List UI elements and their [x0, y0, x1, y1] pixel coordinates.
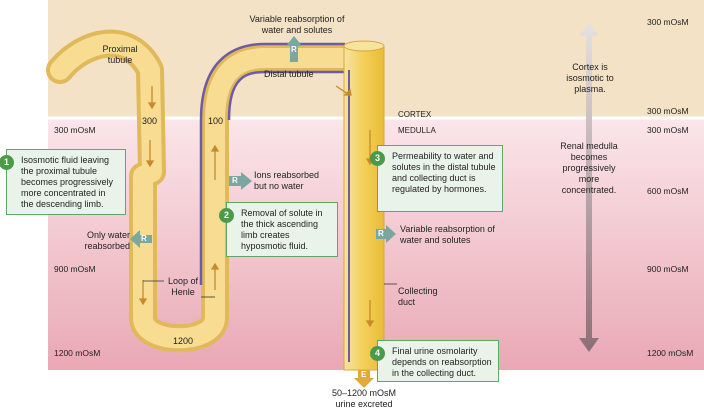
variable-reabsorption-top: Variable reabsorption of water and solut…	[249, 14, 345, 35]
callout-3: 3 Permeability to water and solutes in t…	[370, 145, 503, 212]
nephron-tubule-lumen	[50, 33, 355, 349]
r-arrow-duct	[376, 225, 396, 243]
cortex-label: CORTEX	[398, 110, 432, 119]
medulla-note: Renal medulla becomes progressively more…	[560, 141, 618, 195]
value-300: 300	[142, 116, 158, 126]
callout-text: Removal of solute in the thick ascending…	[241, 208, 323, 251]
thick-ascending-limb-wall	[199, 42, 345, 285]
callout-text: Permeability to water and solutes in the…	[392, 151, 496, 194]
only-water-label: Only water reabsorbed	[84, 230, 130, 251]
osm-left-900: 900 mOsM	[54, 264, 96, 274]
cortex-note: Cortex is isosmotic to plasma.	[566, 62, 614, 94]
flow-arrows	[138, 85, 375, 328]
callout-2: 2 Removal of solute in the thick ascendi…	[219, 202, 338, 257]
callout-4: 4 Final urine osmolarity depends on reab…	[370, 340, 499, 382]
r-arrow-only-water	[130, 230, 152, 248]
proximal-tubule-label: Proximal tubule	[102, 44, 138, 65]
callout-text: Isosmotic fluid leaving the proximal tub…	[21, 155, 114, 209]
osm-right-300-b: 300 mOsM	[647, 106, 689, 116]
r-arrow-top	[286, 36, 302, 62]
callout-number: 4	[370, 346, 385, 361]
callout-number: 3	[370, 151, 385, 166]
callout-text: Final urine osmolarity depends on reabso…	[392, 346, 492, 378]
thick-ascending-limb-wall-inner	[227, 70, 345, 121]
e-badge: E	[361, 370, 367, 379]
value-100: 100	[208, 116, 224, 126]
osm-right-300-c: 300 mOsM	[647, 125, 689, 135]
collecting-duct-top	[343, 40, 385, 52]
value-1200: 1200	[173, 336, 194, 346]
callout-number: 2	[219, 208, 234, 223]
ions-reabsorbed-label: Ions reabsorbed but no water	[254, 170, 320, 191]
collecting-duct-label: Collecting duct	[398, 286, 438, 307]
medulla-label: MEDULLA	[398, 126, 436, 135]
callout-1: 1 Isosmotic fluid leaving the proximal t…	[0, 149, 126, 215]
distal-tubule-label: Distal tubule	[264, 69, 314, 79]
e-arrow	[354, 370, 374, 388]
r-badge-top: R	[291, 45, 297, 54]
osm-right-900: 900 mOsM	[647, 264, 689, 274]
osm-right-300-a: 300 mOsM	[647, 17, 689, 27]
osm-left-1200: 1200 mOsM	[54, 348, 101, 358]
r-badge-only-water: R	[141, 234, 147, 243]
osm-right-600: 600 mOsM	[647, 186, 689, 196]
loop-of-henle-label: Loop of Henle	[167, 276, 199, 297]
osm-right-1200: 1200 mOsM	[647, 348, 694, 358]
urine-excreted-label: 50–1200 mOsM urine excreted	[331, 388, 397, 409]
osmolarity-gradient-arrow	[579, 22, 599, 352]
osm-left-300: 300 mOsM	[54, 125, 96, 135]
r-arrow-ions	[229, 172, 252, 190]
callout-number: 1	[0, 155, 14, 170]
r-badge-duct: R	[378, 229, 384, 238]
variable-reabsorption-duct: Variable reabsorption of water and solut…	[400, 224, 495, 245]
r-badge-ions: R	[232, 176, 238, 185]
